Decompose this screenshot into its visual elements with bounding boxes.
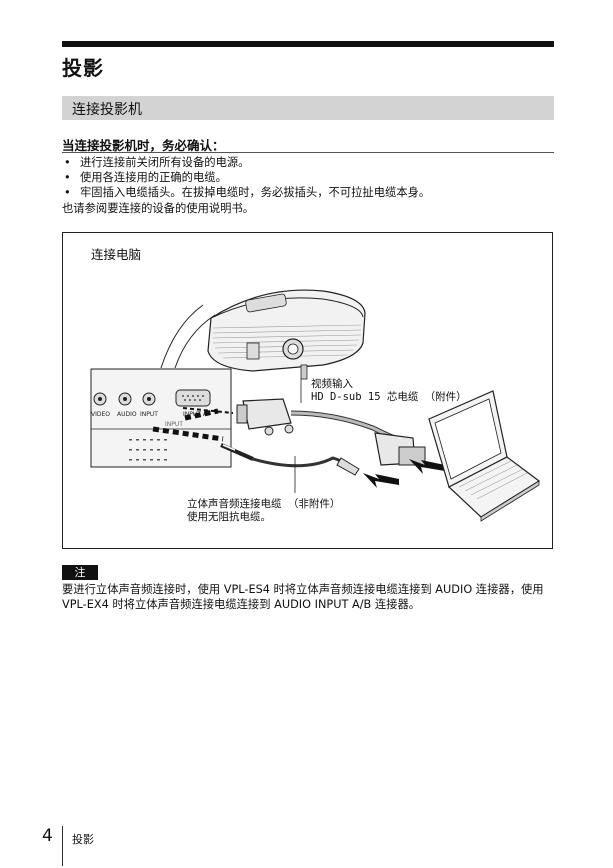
bullet-icon: • — [64, 156, 71, 169]
panel-input-label: INPUT — [140, 411, 158, 418]
vga-cable-icon — [236, 398, 426, 466]
arrow-right-icon — [409, 459, 445, 474]
precaution-list: • 进行连接前关闭所有设备的电源。 • 使用各连接用的正确的电缆。 • 牢固插入电缆插… — [62, 155, 430, 200]
list-item-text: 使用各连接用的正确的电缆。 — [80, 171, 227, 184]
note-badge: 注 — [62, 565, 98, 580]
list-item: • 使用各连接用的正确的电缆。 — [62, 170, 430, 185]
footer-divider — [62, 826, 63, 866]
intro-heading: 当连接投影机时，务必确认： — [62, 138, 225, 153]
reference-note: 也请参阅要连接的设备的使用说明书。 — [62, 202, 255, 215]
panel-input-group-label: INPUT — [165, 421, 183, 428]
list-item: • 进行连接前关闭所有设备的电源。 — [62, 155, 430, 170]
page-title: 投影 — [62, 56, 104, 80]
top-rule — [62, 41, 554, 47]
projector-icon — [207, 289, 366, 380]
connection-figure: 连接电脑 — [62, 232, 553, 549]
vga-cable-label: HD D-sub 15 芯电缆 （附件） — [311, 391, 467, 403]
intro-rule — [62, 152, 554, 153]
bullet-icon: • — [64, 171, 71, 184]
section-title: 连接投影机 — [72, 102, 142, 118]
note-text: 要进行立体声音频连接时，使用 VPL-ES4 时将立体声音频连接电缆连接到 AU… — [62, 583, 544, 611]
section-header: 连接投影机 — [62, 96, 554, 120]
connection-illustration: VIDEO AUDIO INPUT INPUT A INPUT — [90, 289, 541, 522]
panel-video-label: VIDEO — [91, 411, 110, 418]
page-number: 4 — [42, 826, 53, 846]
bullet-icon: • — [64, 186, 71, 199]
video-input-label: 视频输入 — [311, 378, 353, 390]
figure-title: 连接电脑 — [91, 247, 142, 262]
audio-cable-label: 立体声音频连接电缆 （非附件） — [187, 498, 341, 510]
audio-cable-icon — [220, 443, 360, 476]
footer-section: 投影 — [72, 833, 94, 846]
panel-audio-label: AUDIO — [117, 411, 137, 418]
laptop-icon — [428, 390, 541, 522]
connector-panel: VIDEO AUDIO INPUT INPUT A INPUT — [90, 368, 232, 468]
list-item-text: 进行连接前关闭所有设备的电源。 — [80, 156, 250, 169]
audio-cable-hint: 使用无阻抗电缆。 — [187, 511, 271, 523]
arrow-right-icon — [363, 473, 399, 488]
list-item: • 牢固插入电缆插头。在拔掉电缆时，务必拔插头，不可拉扯电缆本身。 — [62, 185, 430, 200]
list-item-text: 牢固插入电缆插头。在拔掉电缆时，务必拔插头，不可拉扯电缆本身。 — [80, 186, 431, 199]
